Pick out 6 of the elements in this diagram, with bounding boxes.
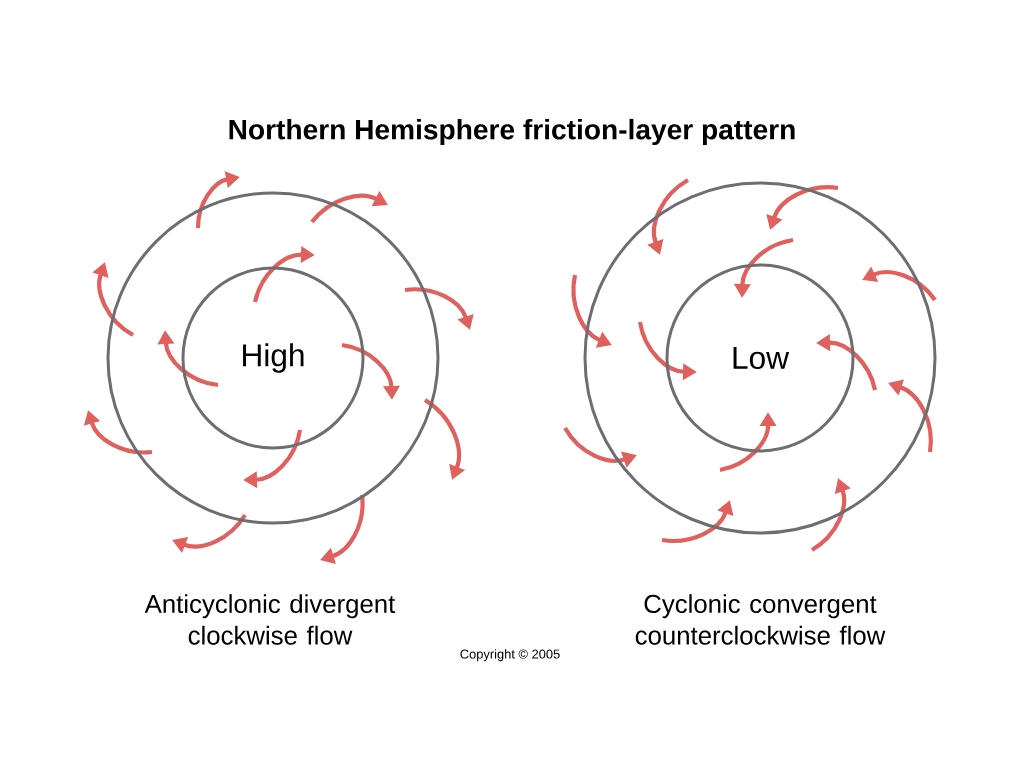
outer-circle xyxy=(106,191,440,525)
copyright-note: Copyright © 2005 xyxy=(460,649,560,662)
outer-circle xyxy=(583,181,937,535)
caption: Cyclonic convergent counterclockwise flow xyxy=(635,594,886,645)
caption: Anticyclonic divergent clockwise flow xyxy=(144,594,396,645)
title: Northern Hemisphere friction-layer pattern xyxy=(229,118,795,146)
